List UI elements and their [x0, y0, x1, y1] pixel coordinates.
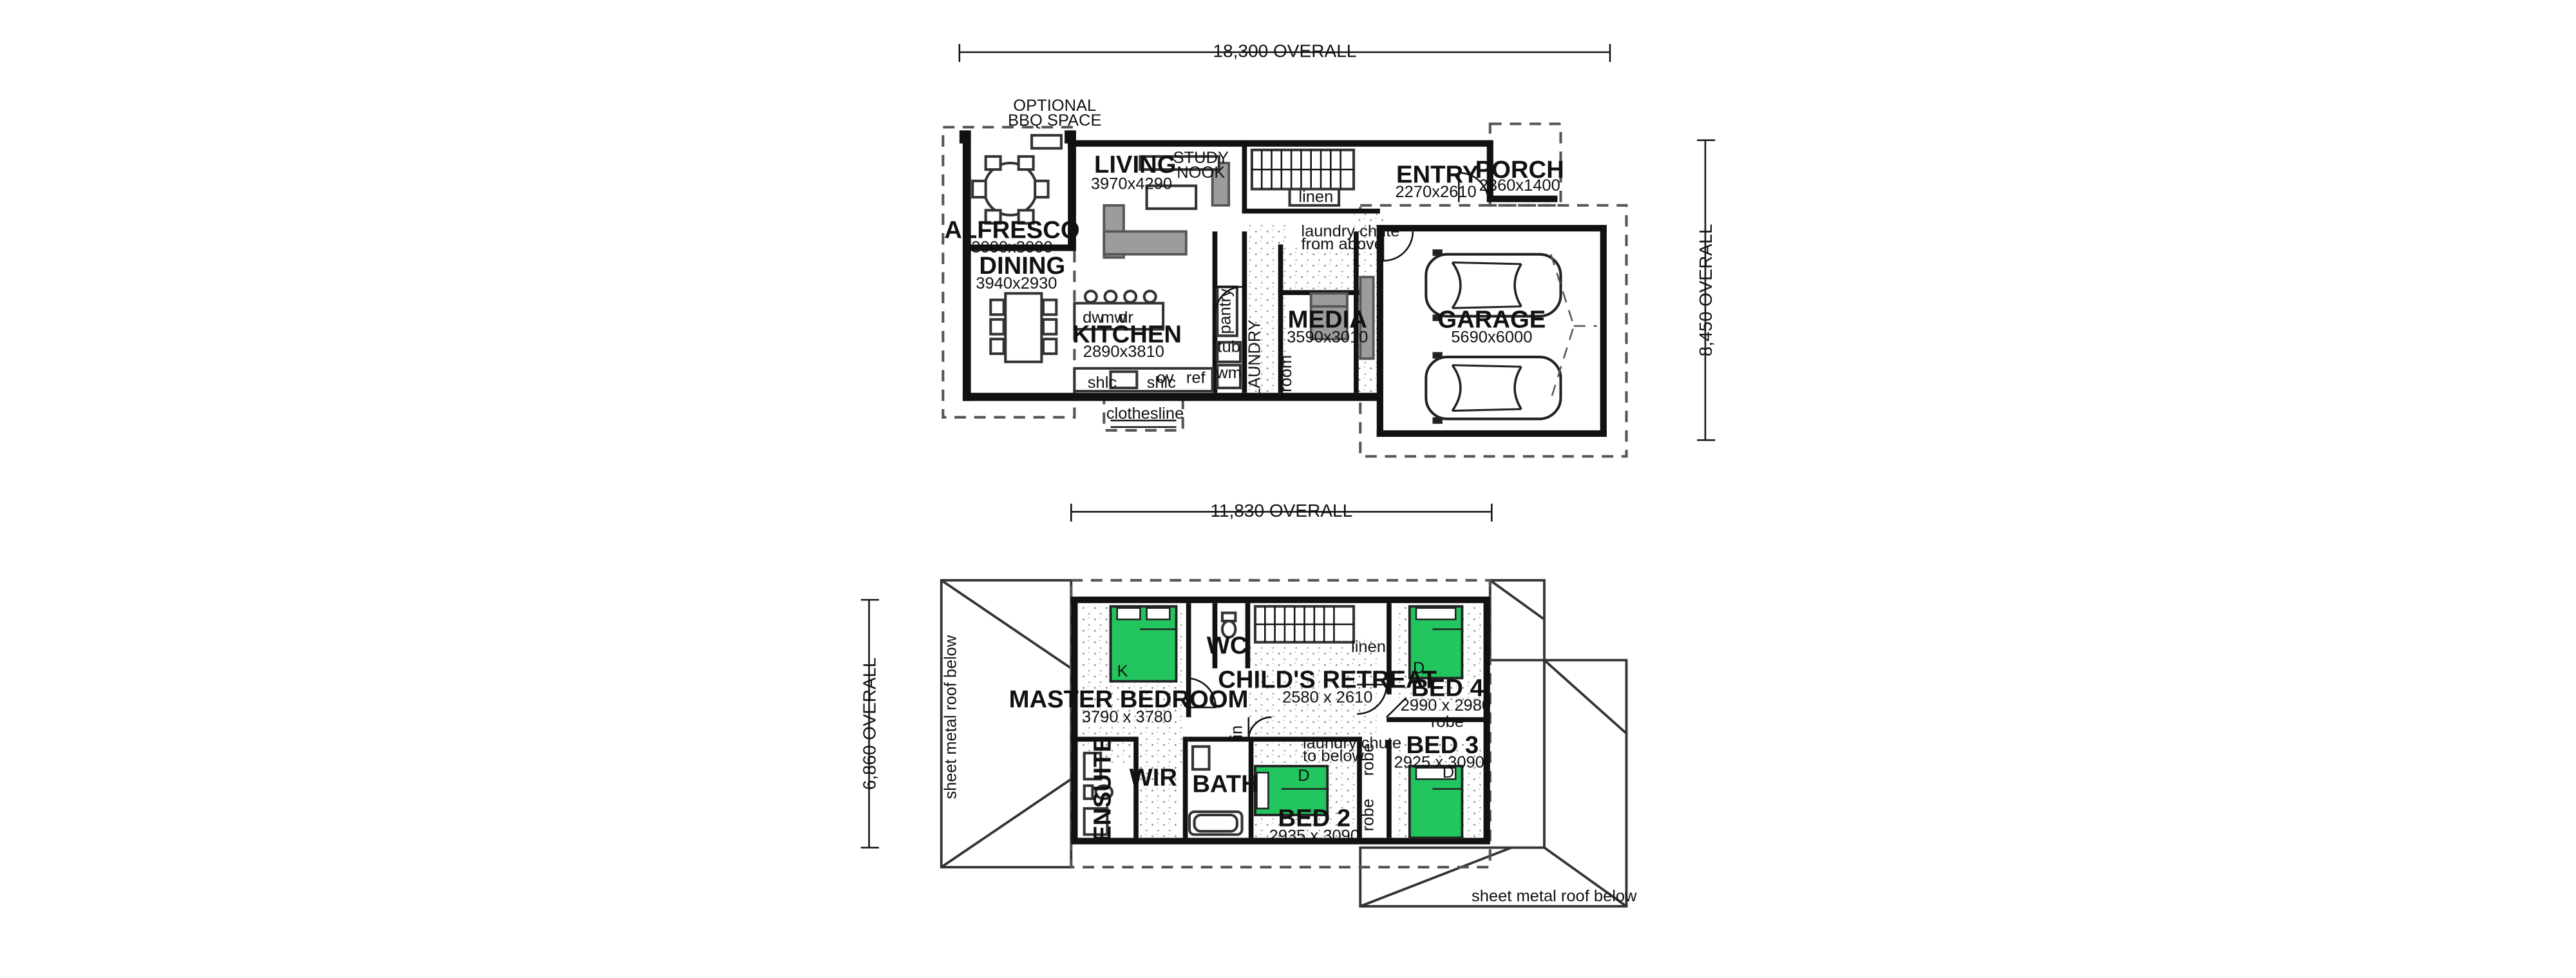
master-bedroom-size: 3790 x 3780	[1082, 708, 1172, 726]
bed2-label: BED 2	[1278, 805, 1350, 832]
bed-label-bed4: D	[1413, 659, 1425, 677]
robe-label-b: robe	[1359, 799, 1378, 832]
porch-label: PORCH	[1475, 157, 1564, 184]
laundry-label: LAUNDRY	[1246, 320, 1264, 397]
study-label-1: STUDY	[1173, 149, 1229, 167]
chute-label-1: laundry chute	[1301, 222, 1399, 240]
bed-label-bed2: D	[1298, 767, 1309, 785]
bed3-size: 2925 x 3090	[1394, 754, 1484, 772]
wm-label: wm	[1215, 364, 1242, 382]
car-icon	[1426, 352, 1560, 423]
broom-label: broom	[1277, 355, 1295, 401]
bed-label-master: K	[1117, 662, 1128, 680]
alfresco-slab-outline	[942, 126, 1076, 419]
bed-icon	[1408, 605, 1464, 680]
kitchen-size: 2890x3810	[1083, 343, 1164, 361]
toilet-icon	[1083, 784, 1114, 800]
table-icon	[971, 155, 1050, 225]
bath-icon	[1188, 810, 1244, 836]
dimension-upper-depth: 6,860 OVERALL	[860, 599, 880, 849]
wc-label: WC	[1207, 633, 1248, 660]
dimension-ground-width: 18,300 OVERALL	[958, 41, 1611, 62]
dimension-ground-depth: 8,450 OVERALL	[1696, 139, 1716, 441]
sofa-icon	[1309, 292, 1349, 341]
stair-icon	[1253, 605, 1356, 644]
dining-size: 3940x2930	[976, 274, 1057, 292]
dimension-ground-width-label: 18,300 OVERALL	[1213, 41, 1356, 61]
dining-label: DINING	[979, 253, 1065, 280]
alfresco-size: 3000x3000	[971, 238, 1052, 256]
bed-icon	[1408, 765, 1464, 839]
upper-floor-plan: MASTER BEDROOM 3790 x 3780 WC CHILD'S RE…	[940, 579, 1637, 908]
bed3-label: BED 3	[1406, 732, 1479, 759]
garage-size: 5690x6000	[1451, 328, 1532, 346]
porch-size: 2360x1400	[1479, 177, 1560, 195]
shelf-label-b: shlc	[1147, 374, 1177, 392]
dimension-ground-depth-label: 8,450 OVERALL	[1696, 224, 1716, 356]
childs-retreat-label: CHILD'S RETREAT	[1218, 667, 1437, 694]
master-bedroom-label: MASTER BEDROOM	[1009, 686, 1249, 713]
dimension-upper-width-label: 11,830 OVERALL	[1210, 501, 1352, 521]
upper-linen-label: linen	[1351, 638, 1386, 656]
entry-size: 2270x2610	[1395, 183, 1476, 201]
wir-label: WIR	[1130, 765, 1177, 792]
bed-label-bed3: D	[1443, 763, 1454, 781]
bath-label: BATH	[1192, 771, 1258, 798]
ov-label: ov	[1157, 369, 1174, 387]
ground-floor-plan: OPTIONAL BBQ SPACE ALFRESCO 3000x3000 LI…	[942, 97, 1628, 458]
chute-label-2: from above	[1301, 235, 1383, 253]
dimension-upper-width: 11,830 OVERALL	[1070, 501, 1493, 522]
dimension-upper-depth-label: 6,860 OVERALL	[860, 657, 880, 790]
robe-label-a: robe	[1359, 743, 1378, 776]
bed2-size: 2935 x 3090	[1269, 827, 1359, 845]
bbq-icon	[1030, 133, 1063, 150]
dr-label: dr	[1119, 309, 1133, 327]
tub-label: tub	[1217, 338, 1240, 356]
garage-label: GARAGE	[1437, 307, 1546, 334]
bed4-size: 2990 x 2980	[1401, 696, 1491, 714]
bed4-label: BED 4	[1411, 675, 1484, 702]
alfresco-label: ALFRESCO	[944, 217, 1079, 244]
living-size: 3970x4290	[1091, 175, 1172, 193]
dw-label: dw	[1083, 309, 1104, 327]
sofa-icon	[1103, 162, 1231, 259]
kitchen-island	[1073, 302, 1165, 331]
ref-label: ref	[1186, 369, 1206, 387]
study-desk	[1139, 155, 1220, 171]
linen-label: linen	[1298, 188, 1333, 206]
bed-icon	[1254, 765, 1329, 816]
media-size: 3590x3010	[1287, 328, 1368, 346]
entry-label: ENTRY	[1396, 161, 1479, 188]
pantry-label: pantry	[1217, 289, 1235, 334]
bbq-label-2: BBQ SPACE	[1008, 111, 1101, 129]
kitchen-label: KITCHEN	[1072, 321, 1182, 348]
bed4-robe-label: robe	[1431, 713, 1464, 731]
mw-label: mw	[1101, 309, 1126, 327]
toilet-icon	[1220, 611, 1237, 639]
roof-right-label: sheet metal roof below	[1472, 887, 1637, 905]
media-label: MEDIA	[1288, 307, 1367, 334]
bbq-label-1: OPTIONAL	[1013, 97, 1096, 115]
bed-icon	[1109, 605, 1178, 683]
upper-chute-label-1: laundry chute	[1303, 734, 1401, 752]
table-icon	[989, 292, 1058, 363]
upper-lin-label: lin	[1227, 725, 1245, 742]
study-label-2: NOOK	[1177, 164, 1225, 182]
stair-icon	[1250, 148, 1356, 191]
roof-left-label: sheet metal roof below	[942, 635, 960, 799]
living-label: LIVING	[1094, 151, 1177, 178]
clothesline-label: clothesline	[1106, 405, 1184, 423]
ensuite-label: ENSUITE	[1089, 736, 1116, 841]
childs-retreat-size: 2580 x 2610	[1282, 689, 1372, 707]
upper-chute-label-2: to below	[1303, 747, 1365, 765]
shelf-label-a: shlc	[1088, 374, 1117, 392]
